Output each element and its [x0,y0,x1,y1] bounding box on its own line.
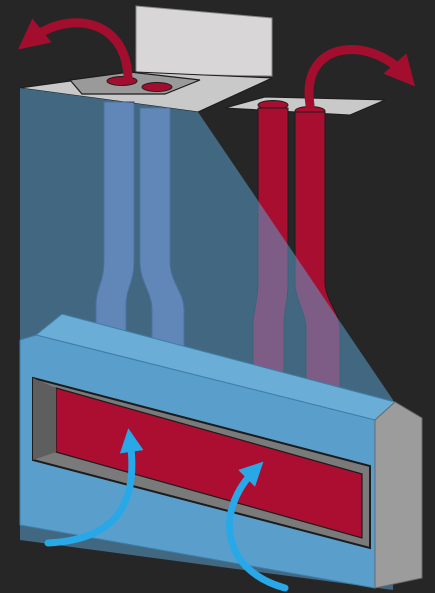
return-port-left [107,77,137,86]
back-panel [136,6,272,76]
heating-window-bevel [33,378,56,460]
base-side [375,402,422,588]
cold-exhaust-arrow [30,23,128,80]
return-port-right [142,83,172,92]
hot-exhaust-arrow [309,50,405,105]
